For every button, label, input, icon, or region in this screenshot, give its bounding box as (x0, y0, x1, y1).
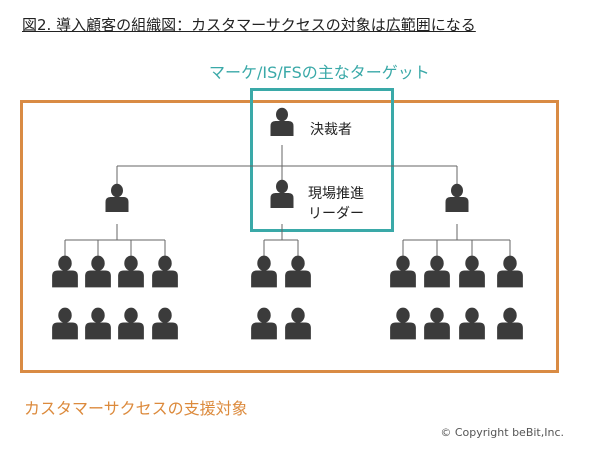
staff-person-icon (390, 307, 416, 340)
manager-left-person-icon (105, 183, 129, 212)
figure-title: 図2. 導入顧客の組織図：カスタマーサクセスの対象は広範囲になる (22, 16, 476, 34)
staff-person-icon (118, 307, 144, 340)
staff-person-icon (497, 255, 523, 288)
field-leader-label-line1: 現場推進 (308, 186, 364, 202)
staff-person-icon (152, 255, 178, 288)
manager-right-person-icon (445, 183, 469, 212)
staff-person-icon (118, 255, 144, 288)
staff-person-icon (251, 255, 277, 288)
staff-person-icon (251, 307, 277, 340)
marketing-target-box (250, 88, 394, 232)
staff-person-icon (52, 255, 78, 288)
staff-person-icon (459, 307, 485, 340)
staff-person-icon (52, 307, 78, 340)
customer-success-scope-box (20, 100, 559, 373)
staff-person-icon (85, 255, 111, 288)
field-leader-person-icon (270, 179, 294, 208)
staff-person-icon (424, 255, 450, 288)
staff-person-icon (285, 307, 311, 340)
decision-maker-label: 決裁者 (310, 122, 352, 138)
field-leader-label-line2: リーダー (308, 206, 364, 222)
copyright-text: © Copyright beBit,Inc. (440, 426, 564, 439)
staff-person-icon (424, 307, 450, 340)
staff-person-icon (390, 255, 416, 288)
decision-maker-person-icon (270, 107, 294, 136)
staff-person-icon (459, 255, 485, 288)
staff-person-icon (152, 307, 178, 340)
staff-person-icon (497, 307, 523, 340)
staff-person-icon (85, 307, 111, 340)
staff-person-icon (285, 255, 311, 288)
target-label: マーケ/IS/FSの主なターゲット (209, 63, 430, 82)
customer-success-label: カスタマーサクセスの支援対象 (24, 399, 248, 418)
